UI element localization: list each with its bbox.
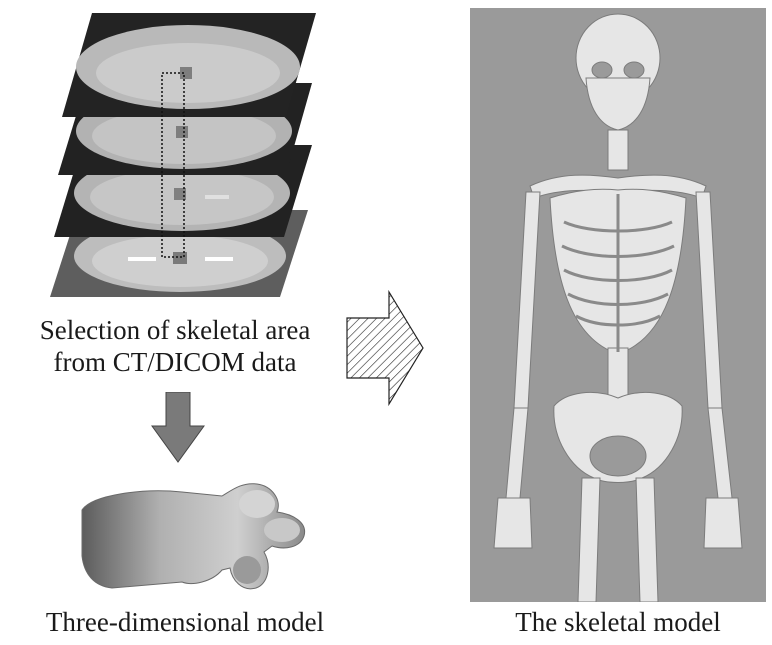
ct-slice	[62, 13, 316, 117]
ct-caption-line2: from CT/DICOM data	[0, 346, 350, 378]
skeleton-model	[470, 8, 766, 602]
ct-caption-line1: Selection of skeletal area	[0, 314, 350, 346]
skeleton-caption: The skeletal model	[470, 606, 766, 638]
vertebra-model	[72, 470, 312, 605]
ct-slice-stack	[40, 5, 320, 300]
ct-caption: Selection of skeletal area from CT/DICOM…	[0, 314, 350, 378]
model-caption: Three-dimensional model	[0, 606, 370, 638]
hatched-right-arrow-icon	[345, 290, 425, 406]
down-arrow-icon	[148, 392, 208, 464]
